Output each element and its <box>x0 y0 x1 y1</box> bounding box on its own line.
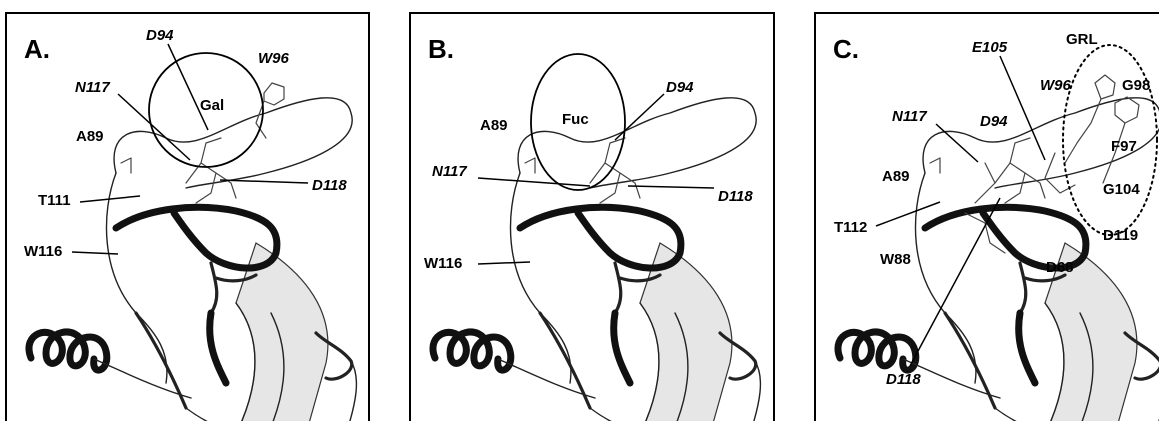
panel-b: B. Fuc D94 A89 N117 D118 W116 <box>410 13 774 421</box>
panel-a-label-d94: D94 <box>146 27 174 44</box>
panel-a-label-t111: T111 <box>38 192 71 209</box>
panel-a: A. Gal D94 W96 N117 A89 D118 T111 W116 <box>6 13 369 421</box>
panel-a-label-w96: W96 <box>258 50 290 67</box>
panel-b-label-d118: D118 <box>718 188 753 205</box>
panel-c-letter: C. <box>833 34 859 64</box>
panel-c-label-n117: N117 <box>892 108 927 125</box>
panel-b-label-w116: W116 <box>424 255 462 272</box>
panel-b-ligand-label: Fuc <box>562 111 589 128</box>
panel-c-label-grl: GRL <box>1066 31 1098 48</box>
panel-c-label-d118: D118 <box>886 371 921 388</box>
panel-c: C. GRL E105 W96 G98 N117 D94 F97 A89 G10… <box>815 13 1159 421</box>
panel-c-label-g104: G104 <box>1103 181 1140 198</box>
panel-c-label-t112: T112 <box>834 219 867 236</box>
panel-c-label-d68: D68 <box>1046 259 1074 276</box>
panel-a-label-w116: W116 <box>24 243 62 260</box>
panel-c-label-e105: E105 <box>972 39 1008 56</box>
panel-a-label-d118: D118 <box>312 177 347 194</box>
panel-c-label-d94: D94 <box>980 113 1008 130</box>
panel-c-label-g98: G98 <box>1122 77 1150 94</box>
panel-b-label-a89: A89 <box>480 117 508 134</box>
panel-c-label-a89: A89 <box>882 168 910 185</box>
panel-c-label-w96: W96 <box>1040 77 1072 94</box>
panel-a-ligand-label: Gal <box>200 97 224 114</box>
panel-a-label-a89: A89 <box>76 128 104 145</box>
panel-a-letter: A. <box>24 34 50 64</box>
panel-c-label-d119: D119 <box>1103 227 1138 244</box>
panel-b-label-d94: D94 <box>666 79 694 96</box>
panel-b-label-n117: N117 <box>432 163 467 180</box>
panel-a-label-n117: N117 <box>75 79 110 96</box>
panel-c-label-f97: F97 <box>1111 138 1137 155</box>
panel-c-label-w88: W88 <box>880 251 911 268</box>
panel-b-letter: B. <box>428 34 454 64</box>
